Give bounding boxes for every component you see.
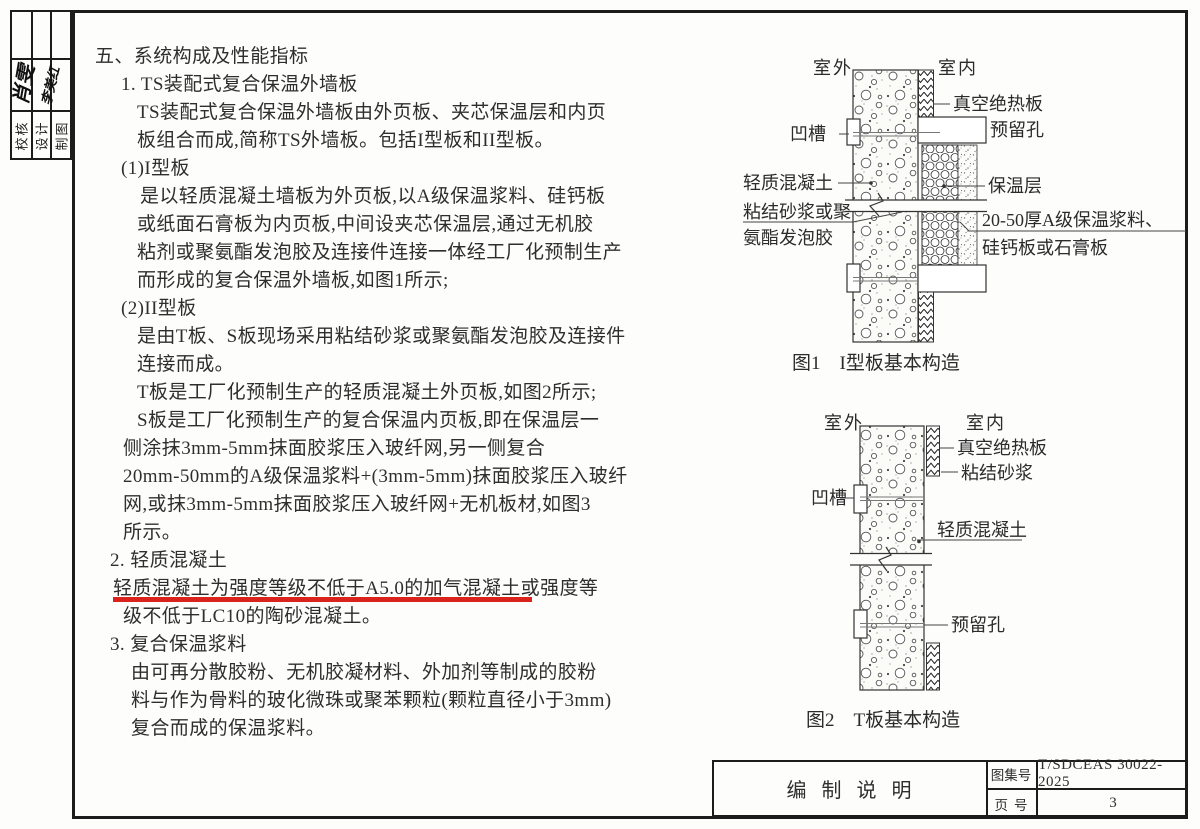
fig2-break-lines: [850, 546, 932, 572]
fig1-joint-lines: [853, 132, 940, 282]
fig1-label-hole: 预留孔: [990, 120, 1044, 140]
text-line: 轻质混凝土为强度等级不低于A5.0的加气混凝土或强度等: [113, 578, 598, 602]
text-line: 连接而成。: [137, 354, 235, 375]
text-line: S板是工厂化预制生产的复合保温内页板,即在保温层一: [137, 410, 600, 431]
fig1-label-mortar2: 硅钙板或石膏板: [982, 237, 1108, 258]
text-line: (2)II型板: [121, 298, 197, 319]
role-label-designer: 设计: [34, 119, 50, 151]
text-line: 侧涂抹3mm-5mm抹面胶浆压入玻纤网,另一侧复合: [123, 438, 546, 459]
role-cell-checker: 校核: [10, 110, 31, 160]
fig2-label-outdoor: 室外: [824, 413, 864, 433]
fig1-leader-lines: [743, 103, 1186, 232]
text-line: 3. 复合保温浆料: [110, 634, 247, 655]
text-line: 所示。: [123, 522, 182, 543]
fig2-label-hole: 预留孔: [951, 615, 1005, 635]
figure2-drawing: 室外 室内 真空绝热板 粘结砂浆 凹槽 轻质混凝土 预留孔 图2 T板基本构造: [806, 413, 1047, 731]
text-line: 粘剂或聚氨酯发泡胶及连接件连接一体经工厂化预制生产: [137, 242, 623, 263]
fig1-label-lwc: 轻质混凝土: [743, 173, 833, 193]
text-line: TS装配式复合保温外墙板由外页板、夹芯保温层和内页: [137, 102, 607, 123]
fig1-label-insulation: 保温层: [988, 176, 1042, 196]
title-block-divider: [986, 788, 1188, 790]
text-line: T板是工厂化预制生产的轻质混凝土外页板,如图2所示;: [137, 382, 597, 403]
sigtable-divider: [10, 110, 72, 112]
fig2-leader-dot-lwc: [917, 539, 921, 544]
text-line: 网,或抹3mm-5mm抹面胶浆压入玻纤网+无机板材,如图3: [123, 494, 591, 515]
text-line: 是由T板、S板现场采用粘结砂浆或聚氨酯发泡胶及连接件: [137, 326, 626, 347]
role-label-checker: 校核: [14, 119, 30, 151]
fig1-break-lines: [845, 192, 987, 217]
text-line: 而形成的复合保温外墙板,如图1所示;: [137, 270, 449, 291]
text-line: 由可再分散胶粉、无机胶凝材料、外加剂等制成的胶粉: [131, 662, 597, 683]
role-cell-designer: 设计: [31, 110, 50, 160]
fig1-vacuum-panel: [918, 69, 934, 118]
atlas-no-label: 图集号: [990, 768, 1032, 783]
fig2-label-bond: 粘结砂浆: [961, 463, 1033, 483]
fig1-vacuum-panel-bottom: [918, 291, 934, 343]
sigtable-divider: [10, 58, 72, 60]
text-line: 是以轻质混凝土墙板为外页板,以A级保温浆料、硅钙板: [140, 186, 606, 207]
figure1-drawing: 室外 室内 真空绝热板 凹槽 预留孔 轻质混凝土 保温层 粘结砂浆或聚 氨酯发泡…: [743, 58, 1186, 374]
signature-2: 李美红: [30, 62, 70, 108]
fig2-joint-lines: [860, 496, 924, 628]
figures-canvas: 室外 室内 真空绝热板 凹槽 预留孔 轻质混凝土 保温层 粘结砂浆或聚 氨酯发泡…: [743, 58, 1186, 731]
fig2-vacuum-panel-bottom: [926, 642, 940, 691]
text-line: 料与作为骨料的玻化微珠或聚苯颗粒(颗粒直径小于3mm): [131, 690, 612, 711]
page-no-label: 页号: [994, 797, 1034, 813]
text-line: 级不低于LC10的陶砂混凝土。: [123, 606, 382, 627]
fig2-caption: 图2 T板基本构造: [806, 709, 960, 731]
fig1-caption: 图1 I型板基本构造: [792, 352, 960, 374]
fig2-label-groove: 凹槽: [811, 488, 847, 508]
fig1-label-vip: 真空绝热板: [953, 94, 1043, 114]
fig2-vacuum-panel-top: [926, 425, 940, 477]
text-line: 复合而成的保温浆料。: [131, 718, 326, 739]
fig2-label-indoor: 室内: [966, 413, 1006, 433]
red-underline: [113, 597, 532, 602]
text-line: 20mm-50mm的A级保温浆料+(3mm-5mm)抹面胶浆压入玻纤: [123, 466, 628, 487]
text-line: 或纸面石膏板为内页板,中间设夹芯保温层,通过无机胶: [137, 214, 594, 235]
fig1-leader-dot-insulation: [942, 184, 946, 188]
signature-2-text: 李美红: [38, 64, 63, 106]
fig1-reserved-hole-box-bottom: [917, 264, 987, 293]
atlas-no-value: T/SDCEAS 30022-2025: [1038, 757, 1163, 790]
fig1-label-bond1: 粘结砂浆或聚: [743, 202, 851, 222]
fig2-groove-notch: [853, 484, 868, 514]
text-line: (1)I型板: [121, 158, 190, 179]
signature-table: [10, 10, 72, 160]
fig2-leader-lines: [840, 447, 1022, 626]
text-line: 2. 轻质混凝土: [110, 550, 228, 571]
role-cell-drafter: 制图: [50, 110, 72, 160]
fig1-break-band: [845, 200, 987, 212]
fig2-label-vip: 真空绝热板: [957, 438, 1047, 458]
title-block-title: 编制说明: [786, 780, 927, 802]
drawing-frame: [72, 10, 1188, 819]
fig2-break-band: [850, 553, 932, 565]
role-label-drafter: 制图: [54, 119, 70, 151]
fig2-label-lwc: 轻质混凝土: [937, 520, 1027, 540]
sigtable-divider: [31, 10, 33, 160]
fig1-label-outdoor: 室外: [813, 58, 853, 78]
fig1-label-bond2: 氨酯发泡胶: [743, 228, 833, 248]
sigtable-divider: [50, 10, 52, 160]
fig1-label-indoor: 室内: [938, 58, 978, 78]
page-no-value: 3: [1109, 795, 1117, 811]
text-line: 板组合而成,简称TS外墙板。包括I型板和II型板。: [137, 130, 554, 151]
fig1-label-groove: 凹槽: [790, 124, 826, 144]
text-line: 五、系统构成及性能指标: [95, 46, 309, 67]
fig1-label-mortar1: 20-50厚A级保温浆料、: [982, 210, 1163, 230]
fig1-leader-dot-lwc: [869, 181, 873, 185]
fig1-reserved-hole-box-top: [917, 116, 987, 144]
text-line: 1. TS装配式复合保温外墙板: [121, 74, 358, 95]
